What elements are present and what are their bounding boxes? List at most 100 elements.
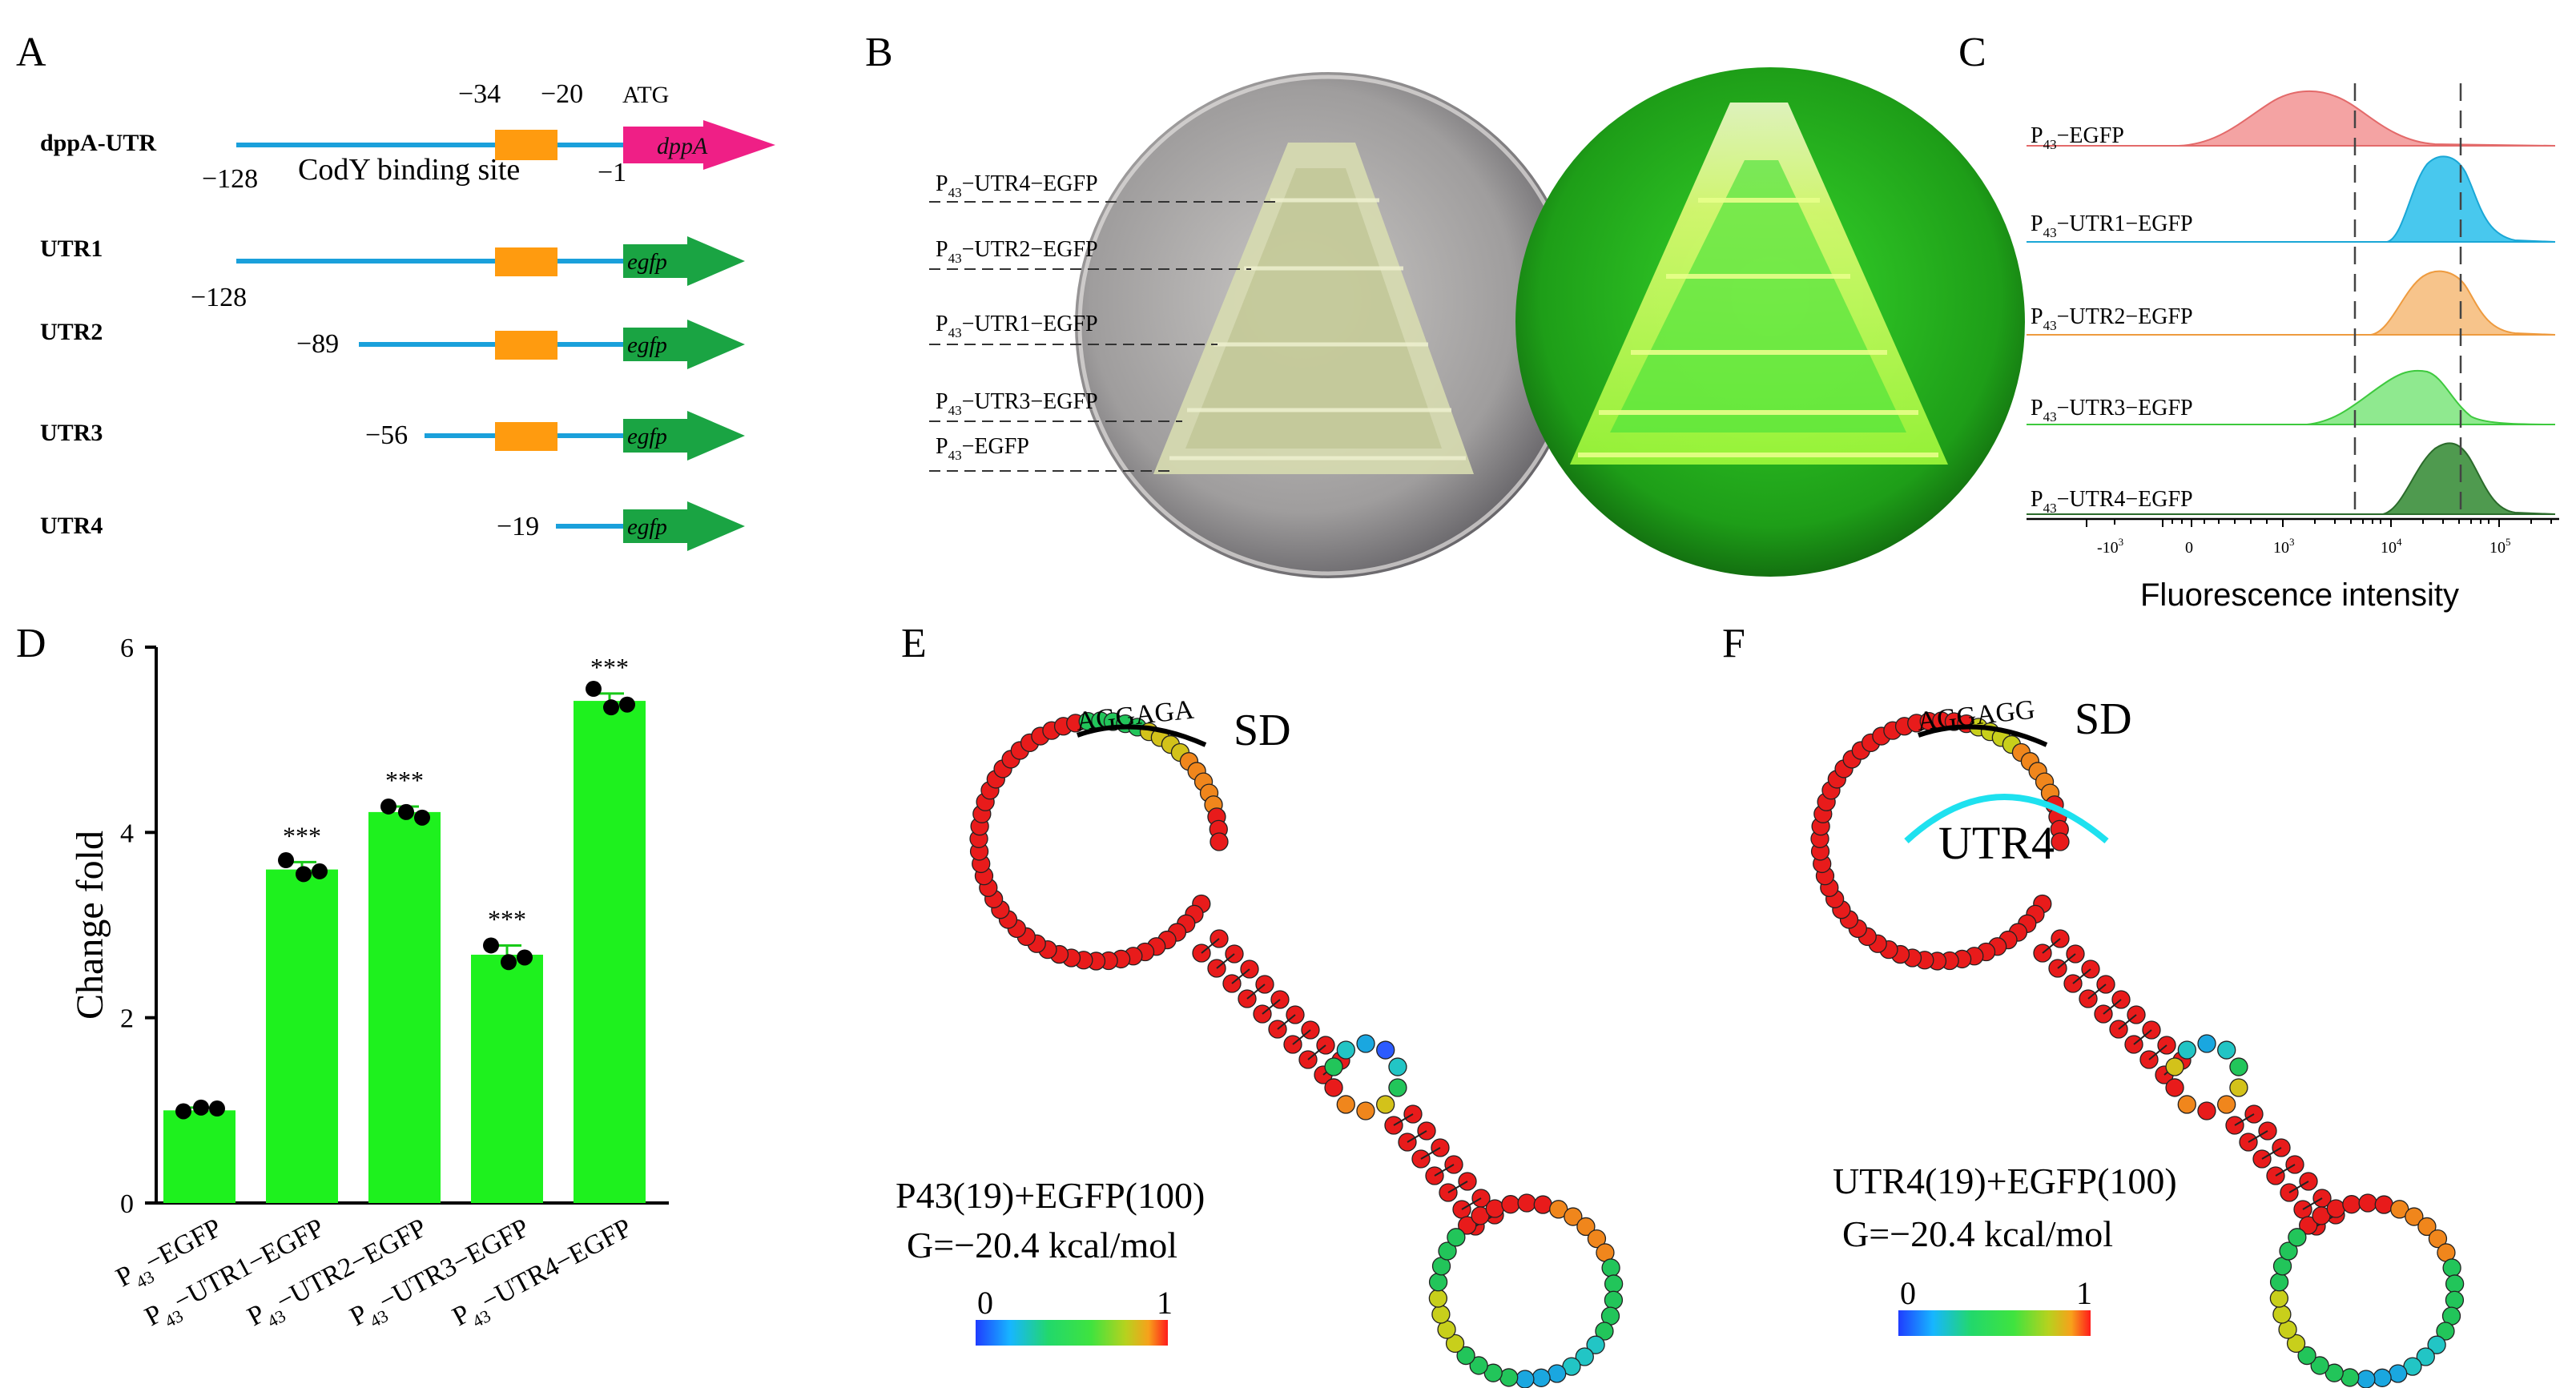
cody-binding-site-label: CodY binding site: [298, 153, 520, 187]
nucleotide: [1324, 1078, 1343, 1097]
utr3-label: UTR3: [40, 420, 103, 446]
utr2-egfp-arrow: [623, 320, 745, 369]
atg-label: ATG: [622, 82, 669, 108]
nucleotide: [1431, 1305, 1451, 1324]
histogram-track-4: P43−UTR3−EGFP: [2027, 369, 2556, 425]
nucleotide: [1324, 1057, 1343, 1076]
data-point: [483, 937, 499, 954]
utr4-start-label: −19: [497, 512, 539, 541]
brightfield-streak-lines: [1169, 198, 1466, 461]
base-pair: [1307, 1044, 1326, 1060]
utr2-start-label: −89: [296, 329, 339, 359]
panel-f-rna-structure: AGGAGG UTR4 SD UTR4(19)+EGFP(100) G=−20.…: [1810, 694, 2465, 1388]
utr3-egfp-arrow: [623, 411, 745, 461]
base-pair: [1201, 938, 1220, 954]
data-point: [619, 696, 635, 713]
nucleotide: [1575, 1347, 1594, 1366]
data-point: [312, 863, 328, 879]
nucleotide: [1428, 1289, 1448, 1308]
nucleotide: [2445, 1274, 2465, 1293]
base-pair: [2103, 999, 2122, 1015]
nucleotide: [1336, 1095, 1355, 1114]
utr2-cody-box: [495, 331, 557, 360]
plate-label-utr1: P43−UTR1−EGFP: [929, 312, 1218, 345]
nucleotide: [2272, 1305, 2292, 1324]
histogram-track-2: P43−UTR1−EGFP: [2027, 155, 2556, 243]
bar-5: [574, 701, 646, 1203]
base-pair: [1292, 1029, 1311, 1045]
flow-tick-1000: 103: [2273, 536, 2295, 557]
nucleotide: [2357, 1370, 2376, 1388]
y-tick-label: 6: [120, 634, 134, 663]
base-pair: [1447, 1181, 1468, 1193]
brightfield-colony-inner: [1185, 168, 1442, 449]
gene-dppa-label: dppA: [657, 133, 708, 159]
nucleotide: [2197, 1101, 2216, 1120]
data-point: [501, 954, 517, 971]
nucleotide: [2197, 1034, 2216, 1053]
base-pair: [1216, 953, 1235, 969]
utr2-egfp-label: egfp: [627, 332, 667, 358]
nucleotide: [2177, 1040, 2196, 1060]
nucleotide: [2229, 1078, 2248, 1097]
position-minus128: −128: [202, 164, 258, 194]
panel-letters: A B C D E F: [16, 30, 1986, 666]
data-point: [193, 1099, 209, 1116]
nucleotide: [2445, 1290, 2465, 1310]
utr1-egfp-label: egfp: [627, 249, 667, 275]
nucleotide: [1586, 1335, 1605, 1354]
nucleotide: [2405, 1207, 2424, 1226]
base-pair: [1231, 968, 1250, 984]
nucleotide: [1336, 1040, 1355, 1060]
nucleotide: [2269, 1273, 2289, 1292]
histogram-fill-utr3: [2027, 369, 2556, 425]
nucleotide: [2427, 1335, 2446, 1354]
nucleotide: [1388, 1057, 1407, 1076]
nucleotide: [2342, 1195, 2361, 1214]
base-pair: [2118, 1014, 2137, 1030]
panel-e-rna-structure: AGGAGA SD P43(19)+EGFP(100) G=−20.4 kcal…: [896, 695, 1624, 1388]
panel-letter-b: B: [865, 30, 893, 75]
utr3-egfp-label: egfp: [627, 424, 667, 449]
base-pair: [1420, 1147, 1441, 1160]
nucleotide: [1576, 1217, 1596, 1237]
svg-text:P43−UTR4−EGFP: P43−UTR4−EGFP: [936, 171, 1098, 200]
flow-tick-10000: 104: [2381, 536, 2402, 557]
base-pair: [2057, 953, 2076, 969]
data-point: [398, 803, 414, 820]
y-tick-label: 4: [120, 819, 134, 848]
data-point: [209, 1100, 225, 1117]
bar-2: [266, 869, 338, 1203]
histogram-fill-utr4: [2027, 442, 2556, 515]
svg-text:P43−UTR2−EGFP: P43−UTR2−EGFP: [936, 237, 1098, 266]
base-pair: [2248, 1130, 2268, 1143]
category-label: P43−UTR4−EGFP: [448, 1213, 640, 1338]
histogram-label-utr3: P43−UTR3−EGFP: [2031, 396, 2193, 424]
nucleotide: [1587, 1229, 1607, 1249]
nucleotide: [1447, 1228, 1466, 1247]
nucleotide: [1356, 1101, 1375, 1120]
histogram-fill-utr1: [2027, 155, 2556, 243]
structure-name-f: UTR4(19)+EGFP(100): [1833, 1161, 2177, 1201]
bar-4: [471, 955, 543, 1203]
base-pair: [2275, 1164, 2296, 1177]
nucleotide: [1428, 1273, 1448, 1292]
data-point: [586, 681, 602, 698]
nucleotide: [1532, 1368, 1551, 1387]
flow-minor-ticks: [2086, 519, 2552, 527]
bar-3: [368, 811, 441, 1203]
base-pair: [2288, 1181, 2309, 1193]
nucleotide: [1499, 1368, 1519, 1387]
svg-text:P43−UTR3−EGFP: P43−UTR3−EGFP: [936, 389, 1098, 418]
utr4-label-f: UTR4: [1938, 817, 2055, 869]
nucleotide: [1533, 1195, 1552, 1214]
structure-name-e: P43(19)+EGFP(100): [896, 1175, 1205, 1216]
panel-letter-a: A: [16, 30, 46, 75]
rna-structure-f: [1810, 711, 2465, 1388]
nucleotide: [2229, 1057, 2248, 1076]
nucleotide: [2269, 1289, 2289, 1308]
nucleotide: [1501, 1195, 1520, 1214]
data-point: [278, 852, 294, 869]
position-minus1: −1: [598, 158, 626, 187]
utr1-egfp-arrow: [623, 236, 745, 286]
